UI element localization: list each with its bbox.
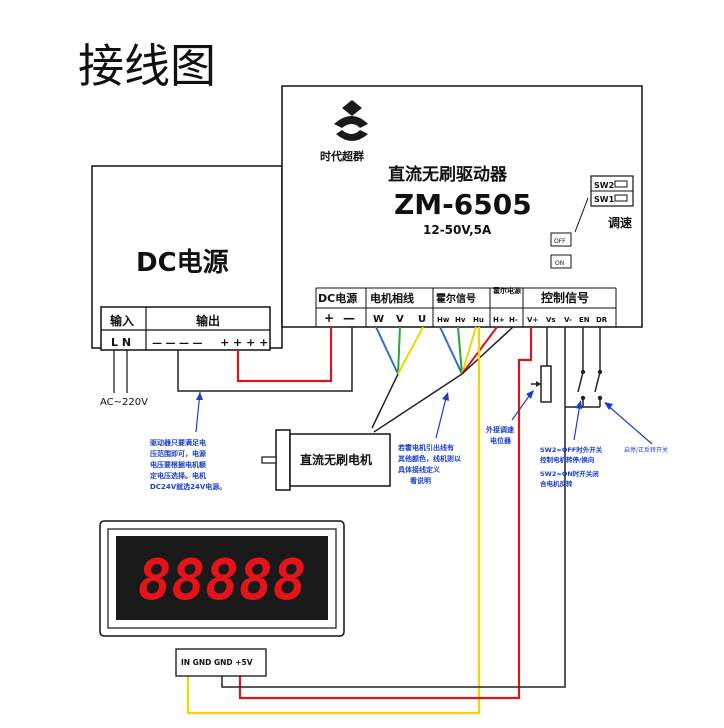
on-indicator [550, 254, 572, 269]
phase-w-wire [375, 326, 399, 375]
terminal-dc-minus: — [343, 311, 355, 325]
digital-display-meter: 88888 IN GND GND +5V [99, 520, 345, 677]
wiring [177, 326, 603, 715]
terminal-hv: Hv [455, 316, 466, 324]
sw1-toggle [614, 194, 628, 202]
terminal-h-plus: H+ [493, 316, 505, 324]
sw1-label: SW1 [594, 195, 615, 204]
group-control-signal: 控制信号 [541, 290, 589, 305]
terminal-dc-plus: + [324, 311, 334, 325]
power-supply: DC电源 输入 输出 L N — — — — + + + + AC~220V [91, 88, 283, 408]
display-terminal-block [175, 648, 267, 677]
terminal-v-plus: V+ [527, 316, 538, 324]
hall-h-minus-wire [461, 326, 514, 375]
off-indicator [550, 232, 572, 247]
hall-hv-wire [457, 326, 463, 375]
sw2-label: SW2 [594, 181, 614, 190]
driver-spec: 12-50V,5A [423, 223, 492, 237]
hall-hw-wire [439, 326, 463, 375]
off-label: OFF [554, 238, 566, 245]
dc-positive-wire [236, 327, 333, 383]
display-digits: 88888 [138, 548, 307, 613]
power-supply-name: DC电源 [136, 248, 229, 278]
terminal-hu: Hu [473, 316, 484, 324]
annotations: 驱动器只要满足电 压范围即可，电源 电压要根据电机额 定电压选择。电机 DC24… [150, 390, 668, 491]
output-minus-terminals: — — — — [152, 338, 202, 349]
speed-label: 调速 [608, 215, 632, 230]
output-label: 输出 [196, 313, 220, 328]
bldc-motor: 直流无刷电机 [261, 429, 391, 491]
motor-name: 直流无刷电机 [300, 452, 372, 467]
terminal-v-minus: V- [564, 316, 572, 324]
hall-hu-wire [461, 326, 477, 375]
display-5v-wire [238, 327, 533, 700]
switch-note: SW2=OFF时外开关 控制电机转停/换向 SW2=ON时开关闭 合电机反转 [539, 445, 605, 488]
display-gnd-wire [221, 327, 566, 688]
terminal-w: W [373, 314, 384, 325]
potentiometer-note: 外接调速 电位器 [486, 425, 516, 445]
terminal-h-minus: H- [509, 316, 518, 324]
hall-note: 若霍电机引出线有 其他颜色，线机则以 具体接线定义 看说明 [397, 443, 463, 485]
power-note: 驱动器只要满足电 压范围即可，电源 电压要根据电机额 定电压选择。电机 DC24… [150, 438, 226, 491]
page-title: 接线图 [78, 39, 216, 93]
display-terminal-labels: IN GND GND +5V [181, 658, 253, 667]
terminal-vs: Vs [546, 316, 556, 324]
brand-logo-icon [334, 100, 368, 141]
terminal-hw: Hw [437, 316, 450, 324]
on-label: ON [555, 260, 564, 267]
brand-name: 时代超群 [320, 149, 364, 163]
switch-dr-icon [594, 327, 603, 407]
phase-v-wire [397, 326, 401, 375]
driver-terminal-strip: DC电源 电机相线 霍尔信号 霍尔电源 控制信号 + — W V U Hw Hv… [315, 286, 617, 327]
driver-name: 直流无刷驱动器 [388, 164, 508, 185]
group-dc-power: DC电源 [318, 291, 357, 305]
terminal-en: EN [579, 316, 590, 324]
switch-en-icon [577, 327, 586, 407]
terminal-dr: DR [596, 316, 608, 324]
potentiometer-icon [531, 327, 552, 403]
phase-u-wire [397, 326, 424, 375]
input-terminals: L N [111, 336, 131, 349]
terminal-u: U [418, 314, 426, 325]
driver-model: ZM-6505 [394, 188, 532, 221]
output-plus-terminals: + + + + [220, 336, 268, 349]
sw2-toggle [614, 180, 628, 188]
power-terminal-block [100, 306, 271, 351]
group-hall-signal: 霍尔信号 [436, 292, 476, 305]
terminal-v: V [396, 314, 404, 325]
dc-negative-wire [177, 327, 353, 392]
group-motor-phase: 电机相线 [370, 291, 414, 305]
input-label: 输入 [110, 313, 134, 328]
group-hall-power: 霍尔电源 [493, 286, 521, 295]
ac-input-label: AC~220V [100, 397, 148, 408]
signal-in-wire [186, 327, 481, 715]
enable-note: 启停/正反转开关 [624, 446, 668, 454]
driver-unit: 时代超群 直流无刷驱动器 ZM-6505 12-50V,5A SW2 SW1 调… [281, 85, 643, 328]
